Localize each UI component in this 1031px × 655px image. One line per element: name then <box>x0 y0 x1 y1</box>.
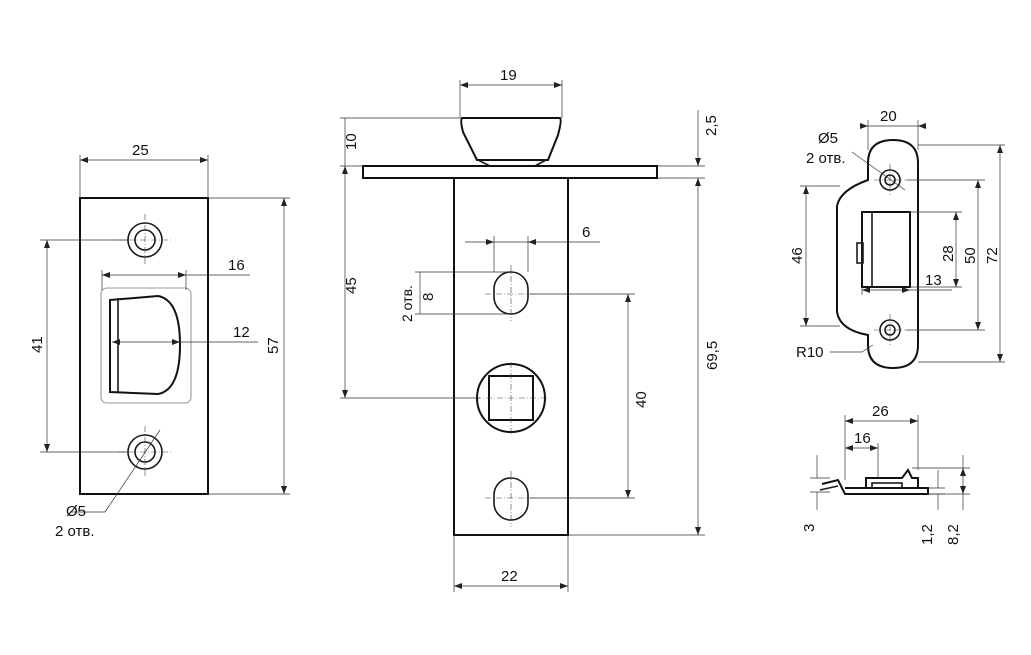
dim-strike-height: 57 <box>265 337 282 354</box>
strike-plate-outline <box>79 197 209 495</box>
small-plate-tongue <box>861 211 911 288</box>
dim-side-3: 3 <box>801 524 818 532</box>
side-tongue-body <box>871 482 903 489</box>
small-plate-hole-diameter: Ø5 <box>818 130 838 147</box>
dim-side-height: 8,2 <box>945 524 962 545</box>
side-view: 26 16 3 1,2 8,2 <box>801 403 970 545</box>
dim-latch-head-width: 19 <box>500 67 517 84</box>
side-plate <box>821 478 929 495</box>
small-plate-outline <box>836 138 919 370</box>
dim-strike-width: 25 <box>132 142 149 159</box>
dim-strike-opening-inner: 12 <box>233 324 250 341</box>
small-plate-hole-count: 2 отв. <box>806 150 846 167</box>
dim-small-50: 50 <box>962 247 979 264</box>
strike-plate-view: 25 16 12 41 57 Ø5 2 отв. <box>29 142 290 540</box>
latch-head <box>460 117 562 161</box>
dim-strike-hole-spacing: 41 <box>29 336 46 353</box>
dim-small-top-width: 20 <box>880 108 897 125</box>
dim-small-28: 28 <box>940 245 957 262</box>
strike-opening-hidden <box>100 287 192 404</box>
strike-hole-count: 2 отв. <box>55 523 95 540</box>
side-tongue <box>865 468 919 488</box>
dim-latch-flange: 2,5 <box>703 115 720 136</box>
dim-latch-to-spindle: 45 <box>343 277 360 294</box>
dim-latch-slot-width: 6 <box>582 224 590 241</box>
strike-hole-diameter: Ø5 <box>66 503 86 520</box>
dim-strike-opening-outer: 16 <box>228 257 245 274</box>
dim-latch-head-height: 10 <box>343 133 360 150</box>
dim-latch-total-length: 69,5 <box>704 341 721 370</box>
dim-small-46: 46 <box>789 247 806 264</box>
small-plate-radius: R10 <box>796 344 824 361</box>
latch-body <box>453 177 569 536</box>
small-plate-view: 20 Ø5 2 отв. 46 28 50 72 13 <box>789 108 1005 370</box>
strike-opening <box>109 294 182 396</box>
latch-slot-count: 2 отв. <box>399 285 415 322</box>
latch-view: 19 10 45 2,5 69,5 6 8 2 отв. <box>340 67 721 592</box>
dim-latch-slot-spacing: 40 <box>633 391 650 408</box>
dim-side-26: 26 <box>872 403 889 420</box>
dim-latch-slot-height: 8 <box>420 293 437 301</box>
dim-small-72: 72 <box>984 247 1001 264</box>
dim-side-16: 16 <box>854 430 871 447</box>
small-plate-tab <box>856 242 864 264</box>
dim-side-thickness: 1,2 <box>919 524 936 545</box>
dim-small-tongue-width: 13 <box>925 272 942 289</box>
latch-flange <box>362 165 658 179</box>
dim-latch-body-width: 22 <box>501 568 518 585</box>
